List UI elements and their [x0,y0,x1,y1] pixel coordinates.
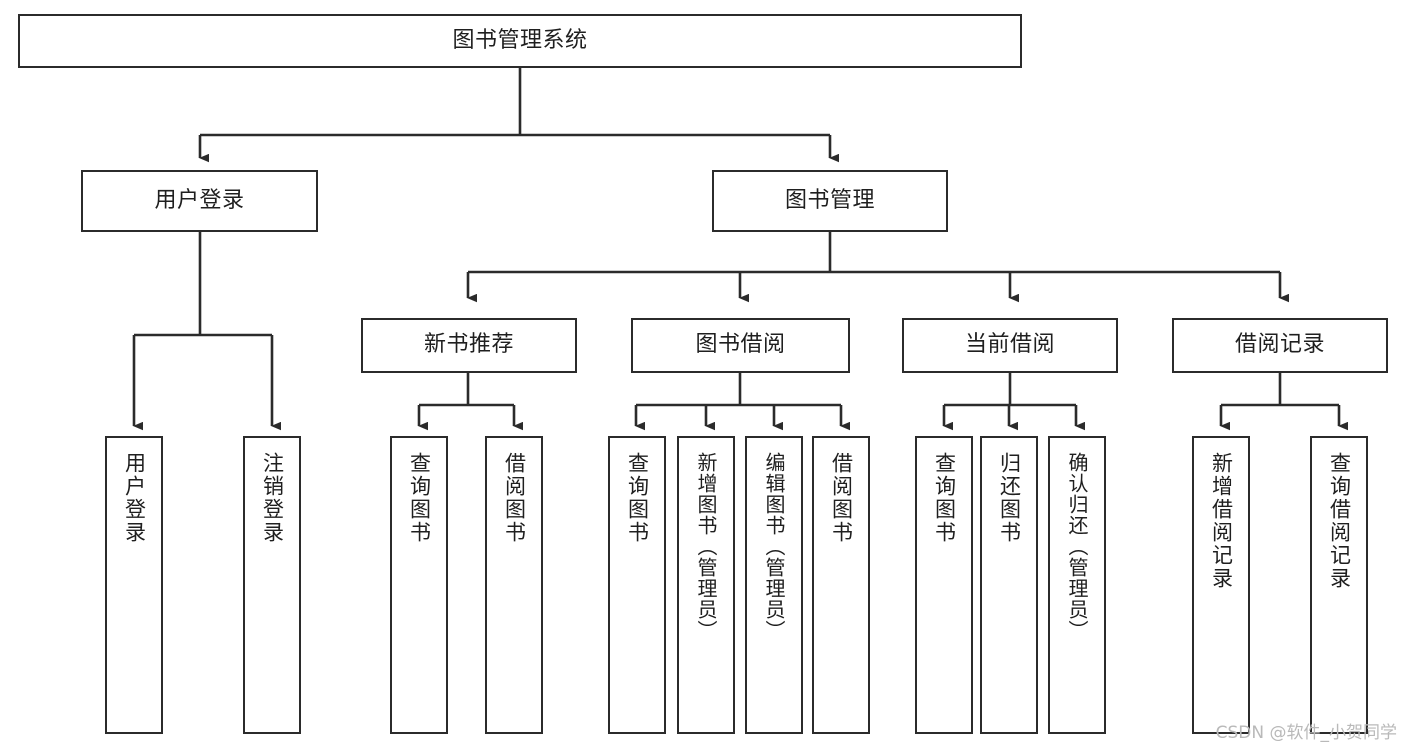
node-label: 查询图书 [625,452,650,544]
node-label: 用户登录 [122,452,147,544]
node-label: 新增借阅记录 [1209,452,1234,590]
node-label: 图书借阅 [695,332,786,358]
node-label: 借阅图书 [829,452,854,544]
node-leaf-query-books-borrow[interactable]: 查询图书 [608,436,666,734]
node-user-login[interactable]: 用户登录 [81,170,318,232]
node-leaf-logout[interactable]: 注销登录 [243,436,301,734]
edges-current-borrow-to-leaves [942,373,1085,431]
node-leaf-add-borrow-record[interactable]: 新增借阅记录 [1192,436,1250,734]
node-borrowing-record[interactable]: 借阅记录 [1172,318,1388,373]
node-leaf-add-book-admin[interactable]: 新增图书（管理员） [677,436,735,734]
node-label: 用户登录 [154,187,245,213]
node-label: 注销登录 [260,452,285,544]
edges-book-mgmt-to-level2 [466,232,1289,303]
node-label: 借阅记录 [1234,332,1325,358]
node-label: 确认归还（管理员） [1065,452,1089,641]
node-root-book-management-system[interactable]: 图书管理系统 [18,14,1022,68]
edges-book-borrow-to-leaves [634,373,850,431]
node-leaf-user-login[interactable]: 用户登录 [105,436,163,734]
node-leaf-borrow-books-recommend[interactable]: 借阅图书 [485,436,543,734]
node-label: 当前借阅 [964,332,1055,358]
node-leaf-query-borrow-record[interactable]: 查询借阅记录 [1310,436,1368,734]
node-leaf-query-books-recommend[interactable]: 查询图书 [390,436,448,734]
node-label: 归还图书 [997,452,1022,544]
node-label: 新书推荐 [423,332,514,358]
node-book-borrowing[interactable]: 图书借阅 [631,318,850,373]
node-label: 图书管理 [784,187,875,213]
node-label: 图书管理系统 [452,27,588,53]
node-new-book-recommendation[interactable]: 新书推荐 [361,318,577,373]
edges-new-book-to-leaves [417,373,523,431]
node-label: 查询借阅记录 [1327,452,1352,590]
node-leaf-borrow-books[interactable]: 借阅图书 [812,436,870,734]
node-leaf-confirm-return-admin[interactable]: 确认归还（管理员） [1048,436,1106,734]
edges-user-login-to-leaves [132,232,281,431]
node-label: 借阅图书 [502,452,527,544]
node-leaf-query-books-current[interactable]: 查询图书 [915,436,973,734]
node-label: 查询图书 [932,452,957,544]
node-leaf-edit-book-admin[interactable]: 编辑图书（管理员） [745,436,803,734]
node-label: 新增图书（管理员） [694,452,718,641]
node-label: 查询图书 [407,452,432,544]
edges-root-to-level1 [198,68,839,163]
node-current-borrowing[interactable]: 当前借阅 [902,318,1118,373]
node-label: 编辑图书（管理员） [762,452,786,641]
node-book-management[interactable]: 图书管理 [712,170,948,232]
node-leaf-return-books[interactable]: 归还图书 [980,436,1038,734]
edges-borrow-record-to-leaves [1219,373,1348,431]
